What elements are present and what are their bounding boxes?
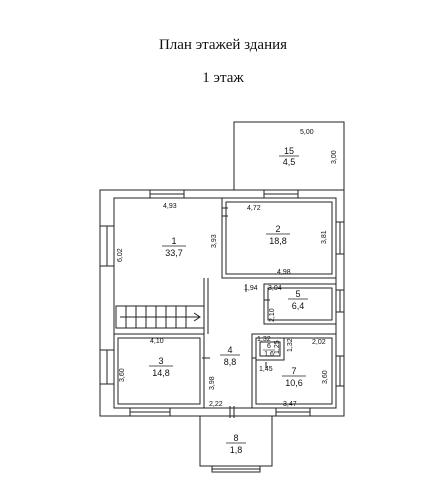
dim-r7-h: 3,60 bbox=[322, 370, 329, 384]
doors bbox=[202, 207, 270, 418]
dim-r3-w: 4,10 bbox=[150, 338, 164, 345]
room-5-number: 5 bbox=[295, 289, 300, 299]
room-2-inner bbox=[225, 201, 333, 275]
room-2-area: 18,8 bbox=[269, 236, 287, 246]
dim-corridor-w: 1,94 bbox=[244, 285, 258, 292]
plan-title: План этажей здания bbox=[158, 37, 288, 53]
dim-r2-w-bottom: 4,98 bbox=[277, 269, 291, 276]
room-7-inner bbox=[255, 337, 333, 405]
room-8-number: 8 bbox=[233, 433, 238, 443]
dim-r7-w-top: 2,02 bbox=[312, 339, 326, 346]
room-6-area: 1,6 bbox=[264, 351, 274, 358]
dim-r4-h: 3,98 bbox=[209, 376, 216, 390]
dim-r3-h: 3,60 bbox=[119, 368, 126, 382]
dim-r1-h: 6,02 bbox=[117, 248, 124, 262]
room-3-inner bbox=[117, 337, 201, 405]
room-3-number: 3 bbox=[158, 356, 163, 366]
room-1-number: 1 bbox=[171, 236, 176, 246]
room-1-area: 33,7 bbox=[165, 248, 183, 258]
windows bbox=[99, 189, 345, 473]
room-5-area: 6,4 bbox=[292, 301, 305, 311]
room-7-area: 10,6 bbox=[285, 378, 303, 388]
dim-r7-w-bottom: 3,47 bbox=[283, 401, 297, 408]
room-8-area: 1,8 bbox=[230, 445, 243, 455]
room-2-number: 2 bbox=[275, 224, 280, 234]
staircase bbox=[115, 305, 205, 329]
dim-r2-h: 3,81 bbox=[321, 230, 328, 244]
dim-r6-w: 1,32 bbox=[257, 336, 271, 343]
dim-r5-w: 3,04 bbox=[268, 285, 282, 292]
dim-r1-w: 4,93 bbox=[163, 203, 177, 210]
room-4-number: 4 bbox=[227, 345, 232, 355]
dim-r15-w: 5,00 bbox=[300, 129, 314, 136]
room-4-area: 8,8 bbox=[224, 357, 237, 367]
dim-r2-w-top: 4,72 bbox=[247, 205, 261, 212]
room-15-area: 4,5 bbox=[283, 157, 296, 167]
dim-r5-h: 2,10 bbox=[269, 308, 276, 322]
room-6-number: 6 bbox=[267, 343, 271, 350]
dim-r6-h2: 1,25 bbox=[274, 340, 281, 354]
dim-r6-h1: 1,32 bbox=[287, 338, 294, 352]
room-6-inner bbox=[259, 341, 281, 357]
room-5-inner bbox=[267, 287, 333, 321]
dim-r1-inner: 3,93 bbox=[211, 234, 218, 248]
dim-r4-w: 2,22 bbox=[209, 401, 223, 408]
room-3-area: 14,8 bbox=[152, 368, 170, 378]
floor-label: 1 этаж bbox=[202, 70, 244, 86]
dim-r7-w-small: 1,45 bbox=[259, 366, 273, 373]
room-6-outline bbox=[255, 337, 285, 361]
room-7-number: 7 bbox=[291, 366, 296, 376]
dim-r15-h: 3,00 bbox=[331, 150, 338, 164]
room-15-number: 15 bbox=[284, 146, 294, 156]
